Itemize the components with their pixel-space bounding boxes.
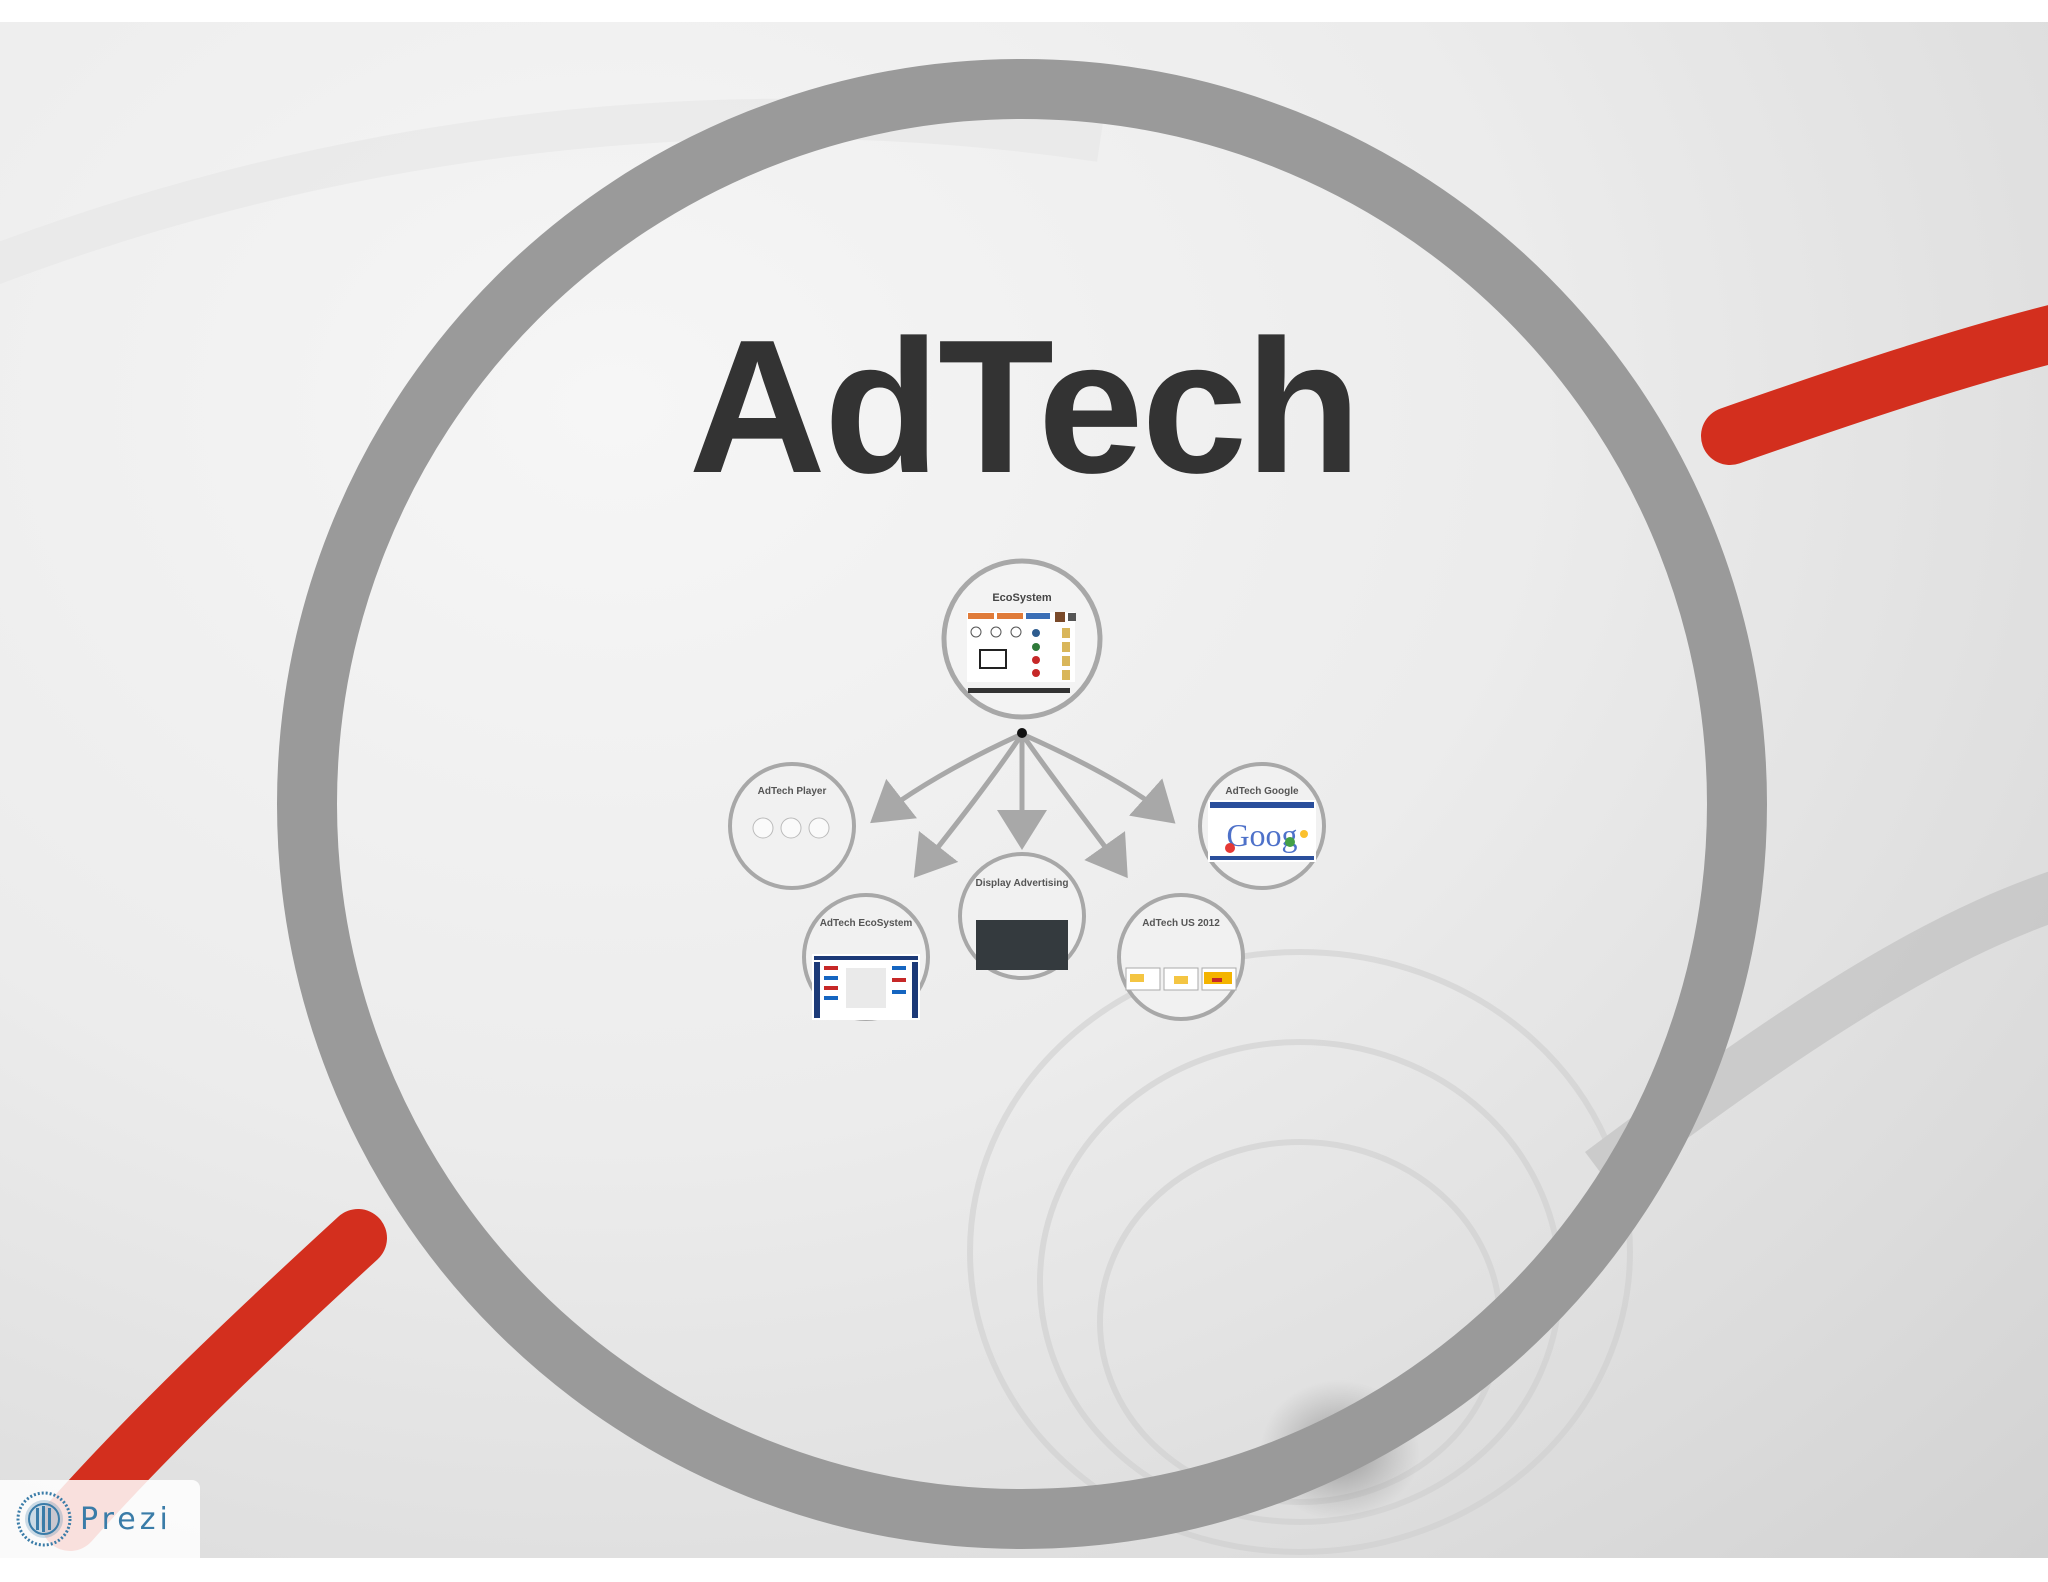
- presentation-canvas[interactable]: Goog: [0, 22, 2048, 1558]
- ecosystem-node[interactable]: [941, 558, 1103, 720]
- adtech-player-node[interactable]: [728, 762, 856, 890]
- arrow-icon: [1020, 731, 1176, 824]
- hub-dot: [1017, 728, 1027, 738]
- display-advertising-node[interactable]: [958, 852, 1086, 980]
- ecosystem-node-label: EcoSystem: [992, 592, 1052, 604]
- prezi-logo[interactable]: Prezi: [0, 1480, 200, 1558]
- prezi-logo-icon: [16, 1491, 72, 1547]
- arrow-icon: [1019, 732, 1128, 879]
- display-advertising-node-label: Display Advertising: [975, 878, 1069, 889]
- adtech-player-node-label: AdTech Player: [757, 786, 827, 797]
- arrow-icon: [870, 731, 1024, 824]
- connection-arrows: [870, 731, 1176, 879]
- adtech-us-2012-node[interactable]: [1117, 893, 1245, 1021]
- prezi-wordmark: Prezi: [80, 1501, 172, 1537]
- adtech-google-node[interactable]: Goog: [1198, 762, 1326, 890]
- adtech-google-node-label: AdTech Google: [1225, 786, 1299, 797]
- presentation-title: AdTech: [688, 301, 1362, 513]
- arrow-icon: [913, 732, 1025, 878]
- adtech-ecosystem-node-label: AdTech EcoSystem: [819, 918, 913, 929]
- canvas-graphics: Goog: [0, 59, 2048, 1555]
- adtech-ecosystem-node[interactable]: [802, 893, 930, 1021]
- main-frame-circle[interactable]: [277, 59, 1767, 1549]
- svg-text:Goog: Goog: [1226, 817, 1297, 853]
- red-stroke-right: [1701, 305, 2048, 465]
- adtech-us-2012-node-label: AdTech US 2012: [1142, 918, 1220, 929]
